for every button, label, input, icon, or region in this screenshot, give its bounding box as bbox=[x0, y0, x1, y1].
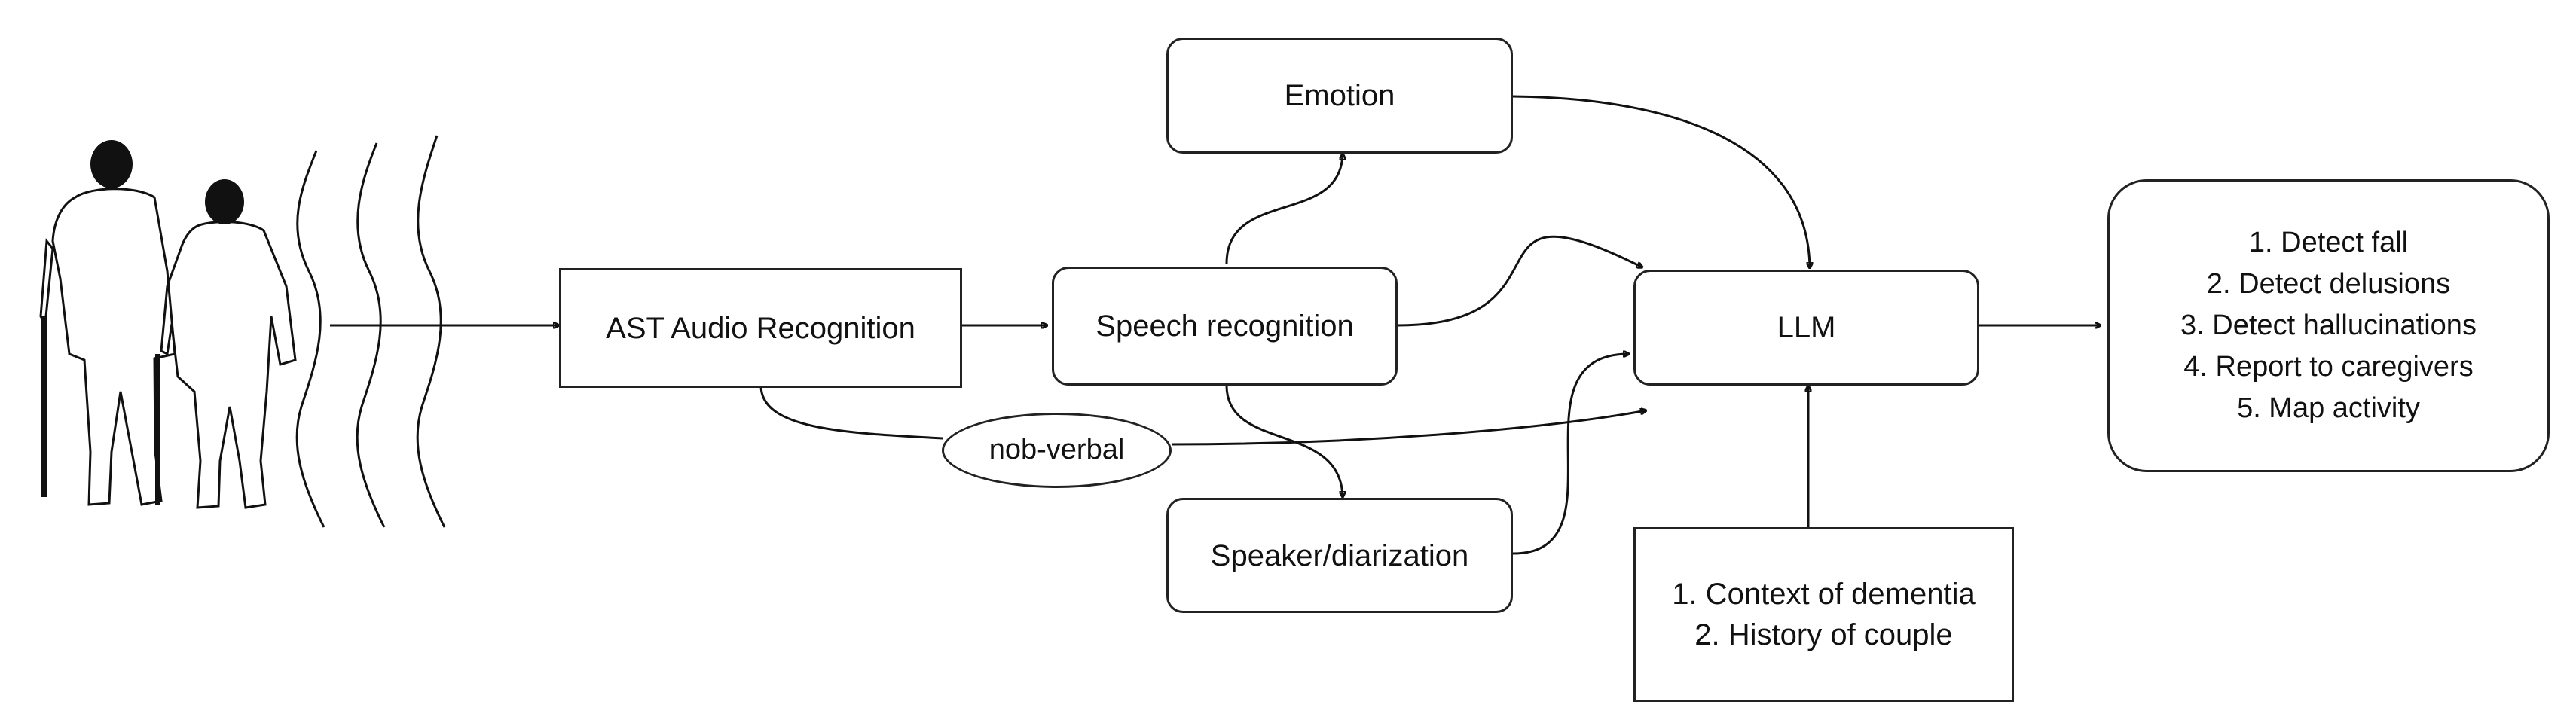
arrow-speech-to-llm bbox=[1397, 235, 1642, 327]
ast-audio-recognition-label: AST Audio Recognition bbox=[606, 311, 915, 345]
outputs-node: 1. Detect fall 2. Detect delusions 3. De… bbox=[2107, 179, 2550, 472]
llm-node: LLM bbox=[1633, 270, 1979, 386]
context-item: 1. Context of dementia bbox=[1672, 578, 1976, 611]
emotion-node: Emotion bbox=[1166, 38, 1513, 154]
non-verbal-node: nob-verbal bbox=[942, 413, 1172, 488]
context-item: 2. History of couple bbox=[1694, 618, 1953, 651]
speaker-diarization-node: Speaker/diarization bbox=[1166, 498, 1513, 613]
sound-waves-icon bbox=[295, 135, 446, 528]
arrow-speech-to-emotion bbox=[1225, 154, 1343, 264]
arrow-nonverbal-to-llm bbox=[1171, 410, 1646, 446]
output-item: 2. Detect delusions bbox=[2206, 267, 2451, 300]
arrow-speech-to-speaker bbox=[1225, 385, 1343, 497]
arrow-speaker-to-llm bbox=[1512, 354, 1629, 555]
speaker-diarization-label: Speaker/diarization bbox=[1210, 538, 1469, 572]
emotion-label: Emotion bbox=[1284, 79, 1395, 112]
output-item: 5. Map activity bbox=[2237, 392, 2420, 425]
speech-recognition-node: Speech recognition bbox=[1052, 267, 1398, 386]
arrow-emotion-to-llm bbox=[1512, 95, 1810, 268]
output-item: 3. Detect hallucinations bbox=[2180, 309, 2477, 341]
ast-audio-recognition-node: AST Audio Recognition bbox=[559, 268, 962, 388]
llm-label: LLM bbox=[1777, 311, 1836, 344]
output-item: 1. Detect fall bbox=[2248, 226, 2409, 258]
arrow-ast-to-nonverbal bbox=[759, 385, 944, 440]
context-node: 1. Context of dementia 2. History of cou… bbox=[1633, 527, 2014, 702]
elderly-couple-silhouette-icon bbox=[39, 140, 297, 509]
speech-recognition-label: Speech recognition bbox=[1095, 310, 1354, 343]
output-item: 4. Report to caregivers bbox=[2183, 351, 2474, 383]
non-verbal-label: nob-verbal bbox=[989, 434, 1125, 466]
